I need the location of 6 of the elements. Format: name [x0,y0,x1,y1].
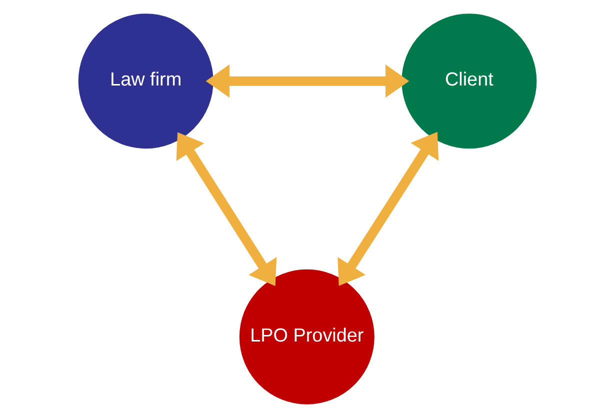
node-circle: Client [400,12,538,150]
arrow [338,132,439,286]
node-circle: Law firm [77,12,215,150]
arrow [206,64,410,98]
arrow [176,132,277,286]
node-circle: LPO Provider [238,268,376,406]
